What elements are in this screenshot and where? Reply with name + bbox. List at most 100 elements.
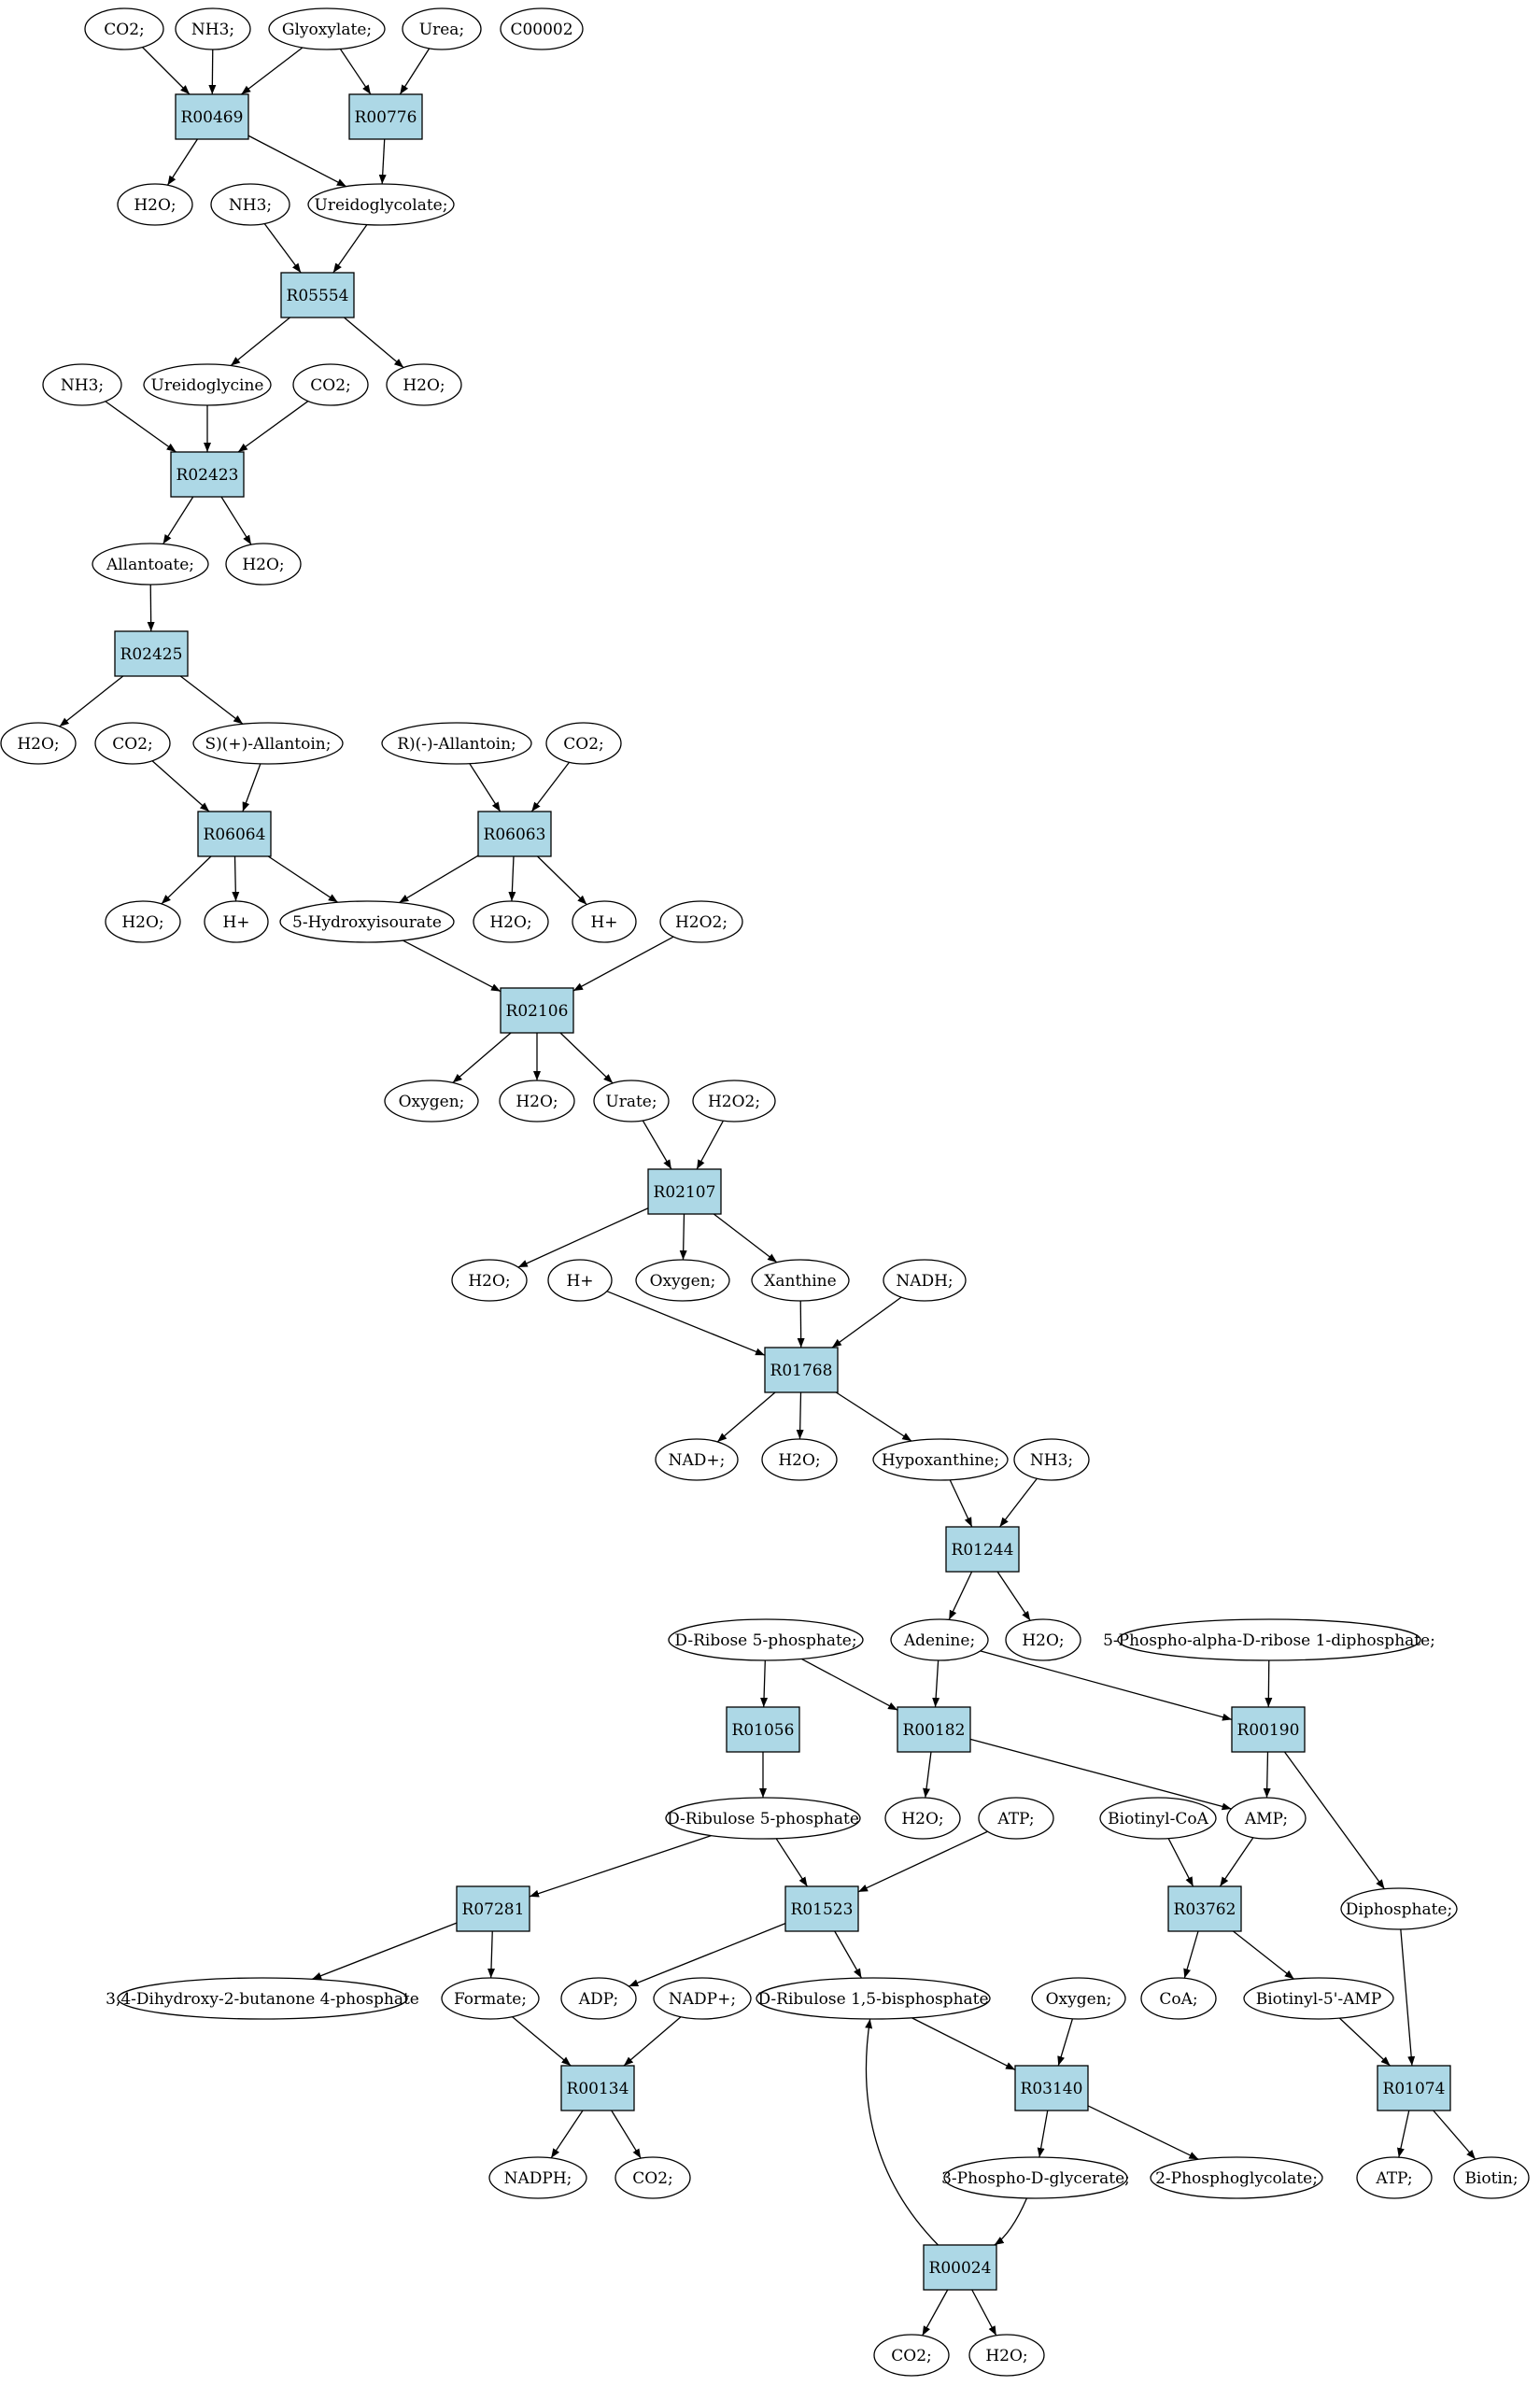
metabolite-ellipse xyxy=(761,1438,838,1481)
node-label: Xanthine xyxy=(764,1272,836,1291)
metabolite-node-h2o_7: H2O; xyxy=(499,1080,575,1122)
edge-h2o2_1-to-r02106 xyxy=(572,936,674,992)
metabolite-ellipse xyxy=(668,1618,864,1661)
reaction-box xyxy=(764,1347,839,1393)
reaction-node-r00776: R00776 xyxy=(348,93,423,140)
node-label: H2O; xyxy=(17,735,59,754)
node-label: Diphosphate; xyxy=(1346,1900,1452,1919)
metabolite-ellipse xyxy=(210,183,290,226)
edge-nh3_2-to-r05554 xyxy=(263,223,302,274)
metabolite-node-s_allantoin: S)(+)-Allantoin; xyxy=(192,722,344,765)
metabolite-ellipse xyxy=(1356,2156,1433,2199)
node-label: R02106 xyxy=(506,1002,569,1021)
reaction-box xyxy=(726,1706,800,1753)
metabolite-ellipse xyxy=(615,2156,691,2199)
edge-pga3-to-r00024 xyxy=(994,2197,1028,2246)
edge-adenine-to-r00190 xyxy=(980,1650,1233,1721)
edge-ureidoglycolate-to-r05554 xyxy=(332,224,368,274)
metabolite-node-xanthine: Xanthine xyxy=(751,1259,850,1302)
edge-r00024-to-rubp xyxy=(865,2018,939,2246)
metabolite-node-oxygen_2: Oxygen; xyxy=(635,1259,730,1302)
metabolite-ellipse xyxy=(1013,1438,1090,1481)
metabolite-ellipse xyxy=(873,2334,950,2377)
edge-r02107-to-h2o_8 xyxy=(517,1207,649,1268)
node-label: D-Ribulose 1,5-bisphosphate xyxy=(757,1990,988,2009)
metabolite-node-co2_3: CO2; xyxy=(94,722,171,765)
metabolite-ellipse xyxy=(756,1977,991,2020)
reaction-box xyxy=(945,1526,1020,1573)
node-label: H+ xyxy=(590,913,617,932)
node-label: Glyoxylate; xyxy=(282,21,372,39)
edge-r06063-to-h2o_6 xyxy=(508,855,516,902)
reaction-node-r06063: R06063 xyxy=(477,811,552,857)
node-label: 2-Phosphoglycolate; xyxy=(1155,2169,1318,2188)
edge-r01768-to-nadplus xyxy=(716,1391,776,1443)
metabolite-ellipse xyxy=(384,1080,479,1122)
metabolite-node-biotinylcoa: Biotinyl-CoA xyxy=(1099,1797,1217,1840)
metabolite-ellipse xyxy=(84,7,164,50)
node-label: H2O; xyxy=(134,196,176,215)
metabolite-ellipse xyxy=(192,722,344,765)
metabolite-ellipse xyxy=(1340,1887,1458,1930)
edge-r03762-to-biotinyl5amp xyxy=(1233,1930,1295,1980)
node-label: 5-Hydroxyisourate xyxy=(292,913,442,932)
node-label: Formate; xyxy=(454,1990,527,2009)
node-label: ADP; xyxy=(578,1990,618,2009)
node-label: Biotin; xyxy=(1464,2169,1518,2188)
reaction-node-r03762: R03762 xyxy=(1167,1885,1242,1932)
metabolite-node-adenine: Adenine; xyxy=(890,1618,989,1661)
metabolite-node-atp_2: ATP; xyxy=(1356,2156,1433,2199)
metabolite-node-ribulose5p: D-Ribulose 5-phosphate xyxy=(665,1797,861,1840)
metabolite-node-h2o_2: H2O; xyxy=(386,363,462,406)
reaction-node-r02423: R02423 xyxy=(170,451,245,498)
metabolite-node-formate: Formate; xyxy=(441,1977,540,2020)
edge-r00182-to-h2o_11 xyxy=(923,1751,932,1799)
metabolite-node-rubp: D-Ribulose 1,5-bisphosphate xyxy=(756,1977,991,2020)
metabolite-ellipse xyxy=(42,363,122,406)
node-label: H2O; xyxy=(901,1810,943,1828)
metabolite-node-h2o_12: H2O; xyxy=(968,2334,1045,2377)
node-label: Urate; xyxy=(605,1093,657,1111)
edge-glyox-to-r00469 xyxy=(241,47,304,95)
metabolite-ellipse xyxy=(386,363,462,406)
node-label: 3,4-Dihydroxy-2-butanone 4-phosphate xyxy=(106,1990,419,2009)
reaction-box xyxy=(923,2244,997,2291)
edge-ribose5p-to-r01056 xyxy=(760,1659,769,1708)
node-label: NH3; xyxy=(191,21,234,39)
edge-adenine-to-r00182 xyxy=(932,1659,940,1708)
node-label: CO2; xyxy=(104,21,145,39)
metabolite-node-r_allantoin: R)(-)-Allantoin; xyxy=(381,722,532,765)
metabolite-node-diphosphate: Diphosphate; xyxy=(1340,1887,1458,1930)
metabolite-node-ureidoglycine: Ureidoglycine xyxy=(143,363,272,406)
edge-r07281-to-dhbp xyxy=(311,1922,458,1980)
edge-r00190-to-amp xyxy=(1263,1751,1271,1799)
metabolite-ellipse xyxy=(500,7,584,50)
reaction-box xyxy=(477,811,552,857)
reaction-box xyxy=(784,1885,859,1932)
metabolite-node-hypoxanthine: Hypoxanthine; xyxy=(872,1438,1009,1481)
metabolite-node-nh3_3: NH3; xyxy=(42,363,122,406)
metabolite-node-nadplus: NAD+; xyxy=(655,1438,739,1481)
edge-r02106-to-urate xyxy=(559,1032,614,1084)
node-label: Ureidoglycine xyxy=(151,376,264,395)
reaction-box xyxy=(348,93,423,140)
metabolite-node-hydroxyisourate: 5-Hydroxyisourate xyxy=(279,900,455,943)
edge-r02423-to-allantoate xyxy=(162,496,194,544)
edge-h2o2_2-to-r02107 xyxy=(696,1120,724,1170)
metabolite-node-nh3_4: NH3; xyxy=(1013,1438,1090,1481)
node-label: R02107 xyxy=(654,1183,716,1202)
reaction-node-r01244: R01244 xyxy=(945,1526,1020,1573)
metabolite-ellipse xyxy=(175,7,251,50)
edge-r_allantoin-to-r06063 xyxy=(469,763,502,812)
node-label: R01244 xyxy=(952,1541,1014,1560)
edge-r01523-to-rubp xyxy=(834,1930,863,1979)
reaction-node-r01768: R01768 xyxy=(764,1347,839,1393)
node-label: NH3; xyxy=(1030,1451,1073,1470)
metabolite-ellipse xyxy=(204,900,269,943)
node-label: NADPH; xyxy=(504,2169,572,2188)
reaction-box xyxy=(280,272,355,318)
metabolite-ellipse xyxy=(1150,2156,1323,2199)
reaction-box xyxy=(175,93,249,140)
metabolite-ellipse xyxy=(117,183,193,226)
